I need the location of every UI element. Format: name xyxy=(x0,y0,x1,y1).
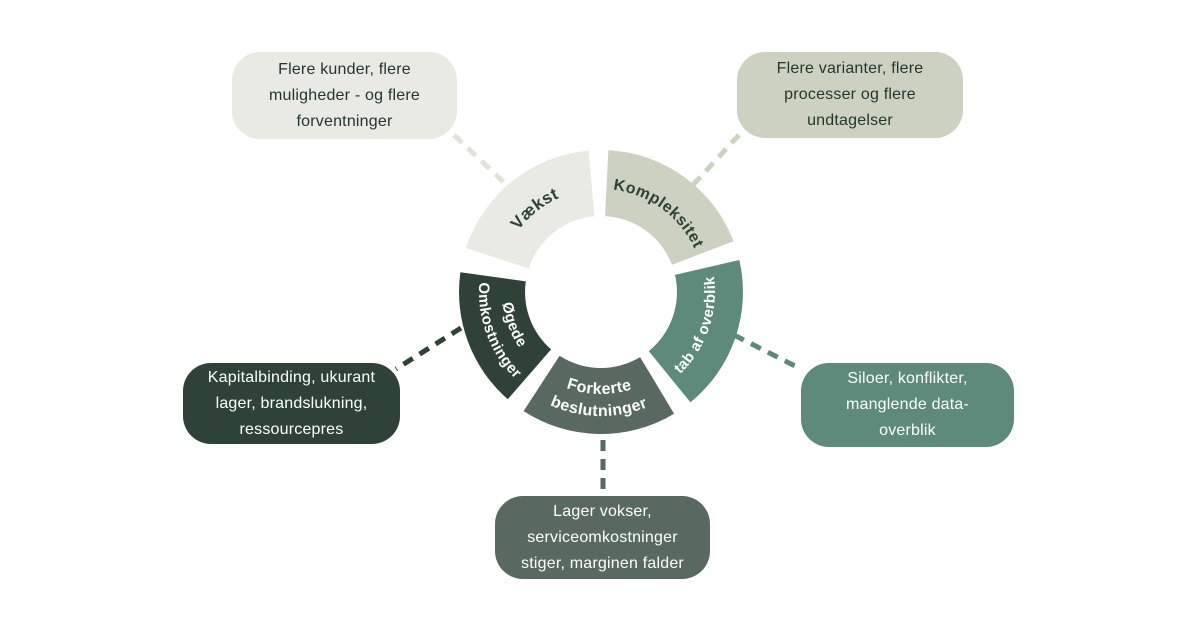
ring-segment-kompleksitet xyxy=(605,150,734,265)
callout-line: manglende data- xyxy=(845,396,970,413)
callout-line: Flere varianter, flere xyxy=(776,60,924,77)
svg-text:Forkerte: Forkerte xyxy=(565,376,633,398)
callout-line: stiger, marginen falder xyxy=(521,554,684,572)
callout-line: overblik xyxy=(879,422,936,439)
connector-tab-af-overblik xyxy=(732,332,801,371)
ring-segment-forkerte-beslutninger xyxy=(523,355,675,435)
callout-tab-af-overblik: Siloer, konflikter, manglende data- over… xyxy=(801,363,1014,447)
callout-line: serviceomkostninger xyxy=(527,528,678,546)
callout-line: muligheder - og flere xyxy=(269,86,420,104)
ring-segment-vaekst xyxy=(466,150,595,269)
callout-line: Flere kunder, flere xyxy=(278,60,411,78)
callout-ogede-omkostninger: Kapitalbinding, ukurant lager, brandsluk… xyxy=(183,363,400,444)
callout-line: forventninger xyxy=(296,112,393,130)
callout-line: lager, brandslukning, xyxy=(215,394,368,412)
callout-line: Kapitalbinding, ukurant xyxy=(207,368,376,386)
callout-forkerte-beslutninger: Lager vokser, serviceomkostninger stiger… xyxy=(495,496,710,579)
ring-segment-tab-af-overblik xyxy=(648,260,743,403)
callout-line: Siloer, konflikter, xyxy=(847,370,968,387)
connector-ogede-omkostninger xyxy=(394,325,463,372)
callout-vaekst: Flere kunder, flere muligheder - og fler… xyxy=(232,52,457,139)
arc-label-forkerte-line1: Forkerte xyxy=(565,376,633,398)
ring-segment-ogede-omkostninger xyxy=(459,272,552,400)
callout-line: undtagelser xyxy=(807,112,893,129)
connector-vaekst xyxy=(452,133,515,193)
callout-line: Lager vokser, xyxy=(553,502,652,520)
callout-line: processer og flere xyxy=(784,86,916,103)
callout-line: ressourcepres xyxy=(239,420,344,438)
callout-kompleksitet: Flere varianter, flere processer og fler… xyxy=(737,52,963,138)
connector-kompleksitet xyxy=(690,133,741,188)
